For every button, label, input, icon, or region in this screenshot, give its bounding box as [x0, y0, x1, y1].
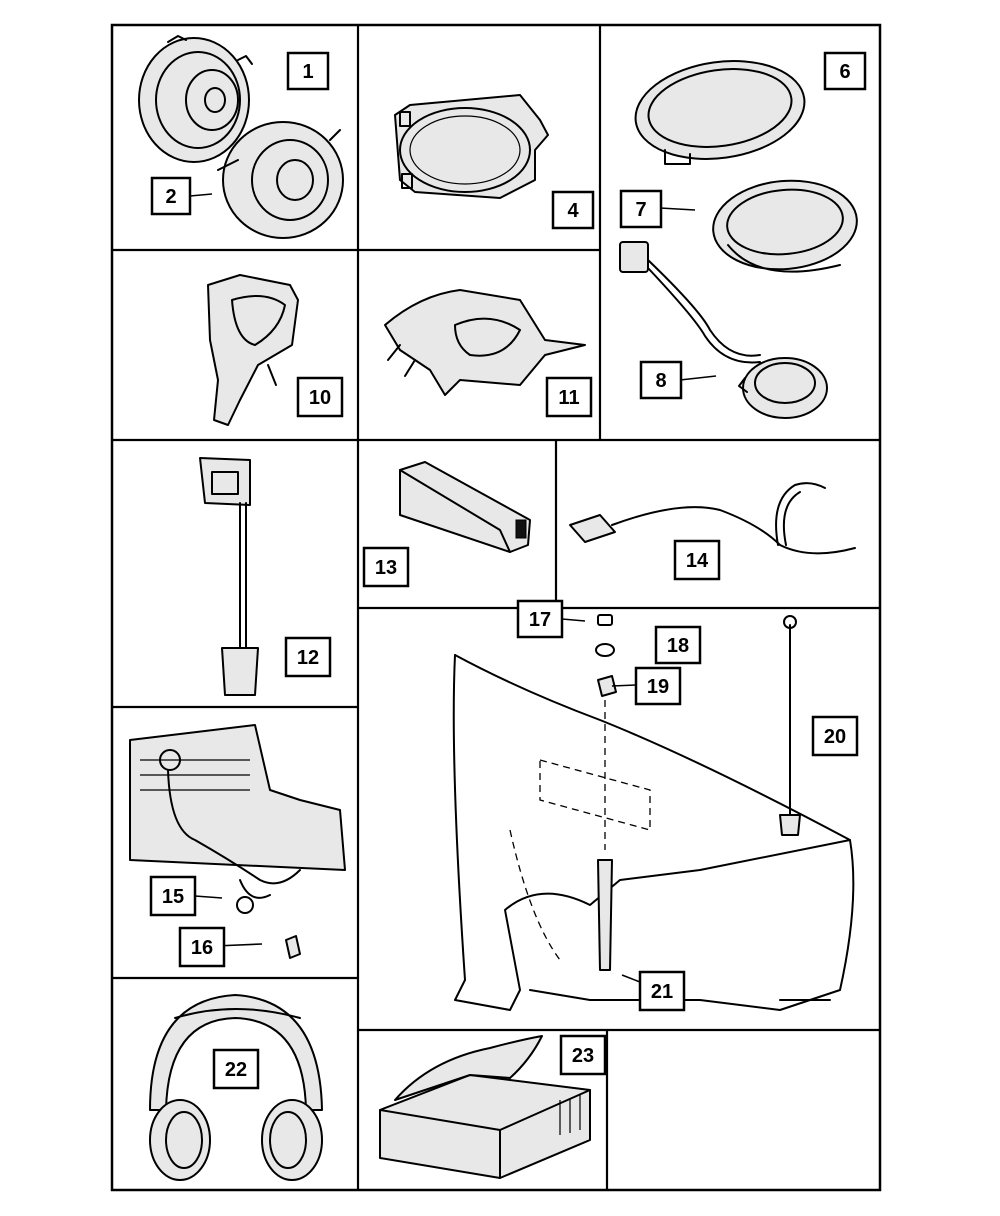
antenna-cable-illustration [569, 482, 856, 555]
callout-number: 12 [297, 647, 319, 669]
callout-13: 13 [362, 546, 410, 588]
callout-number: 11 [558, 387, 579, 409]
callout-box [811, 715, 859, 757]
callout-1: 1 [286, 51, 330, 91]
callout-box [654, 625, 702, 665]
speaker-bracket-illustration [207, 274, 299, 426]
callout-12: 12 [284, 636, 332, 678]
callout-number: 21 [651, 981, 673, 1003]
speaker-oval-illustration [394, 94, 549, 199]
speaker-mount-illustration [384, 289, 586, 396]
callout-8: 8 [639, 360, 683, 400]
callout-number: 15 [162, 886, 184, 908]
callout-number: 20 [824, 726, 846, 748]
callout-number: 6 [839, 61, 850, 83]
callout-7: 7 [619, 189, 663, 229]
callout-number: 8 [655, 370, 666, 392]
callout-box [634, 666, 682, 706]
callout-box [545, 376, 593, 418]
callout-number: 13 [375, 557, 397, 579]
callout-14: 14 [673, 539, 721, 581]
callout-box [212, 1048, 260, 1090]
antenna-lead-illustration [199, 457, 259, 696]
callout-21: 21 [638, 970, 686, 1012]
callout-20: 20 [811, 715, 859, 757]
callout-box [619, 189, 663, 229]
callout-number: 16 [191, 937, 213, 959]
speaker-oval-deep-illustration [712, 179, 858, 273]
callout-22: 22 [212, 1048, 260, 1090]
callout-number: 1 [302, 61, 313, 83]
speaker-round-illustration [138, 35, 344, 239]
callout-number: 22 [225, 1059, 247, 1081]
dvd-player-illustration [379, 1035, 591, 1179]
callout-box [823, 51, 867, 91]
callout-box [559, 1034, 607, 1076]
tweeter-harness-illustration [619, 241, 828, 419]
callout-number: 4 [567, 200, 579, 222]
callout-box [516, 599, 564, 639]
diagram-grid [110, 23, 882, 1192]
callout-number: 19 [647, 676, 669, 698]
callout-box [296, 376, 344, 418]
callout-19: 19 [634, 666, 682, 706]
callout-number: 14 [686, 550, 709, 572]
callout-number: 10 [309, 387, 331, 409]
callout-number: 7 [635, 199, 646, 221]
callout-box [284, 636, 332, 678]
callout-number: 18 [667, 635, 689, 657]
callout-4: 4 [551, 190, 595, 230]
fender-antenna-illustration [452, 614, 855, 1011]
callout-box [673, 539, 721, 581]
callout-18: 18 [654, 625, 702, 665]
callout-16: 16 [178, 926, 226, 968]
radio-module-illustration [399, 461, 531, 553]
callout-10: 10 [296, 376, 344, 418]
speaker-6x9-illustration [634, 60, 806, 165]
callout-17: 17 [516, 599, 564, 639]
callout-23: 23 [559, 1034, 607, 1076]
callout-number: 17 [529, 609, 551, 631]
callout-number: 23 [572, 1045, 594, 1067]
callout-number: 2 [165, 186, 176, 208]
headphones-illustration [149, 994, 323, 1181]
callout-15: 15 [149, 875, 197, 917]
callout-box [150, 176, 192, 216]
callout-6: 6 [823, 51, 867, 91]
callout-box [362, 546, 410, 588]
callout-box [286, 51, 330, 91]
callout-box [551, 190, 595, 230]
callout-box [178, 926, 226, 968]
callout-11: 11 [545, 376, 593, 418]
callout-box [639, 360, 683, 400]
ground-strap-illustration [129, 724, 346, 959]
callout-box [638, 970, 686, 1012]
callout-2: 2 [150, 176, 192, 216]
callout-box [149, 875, 197, 917]
